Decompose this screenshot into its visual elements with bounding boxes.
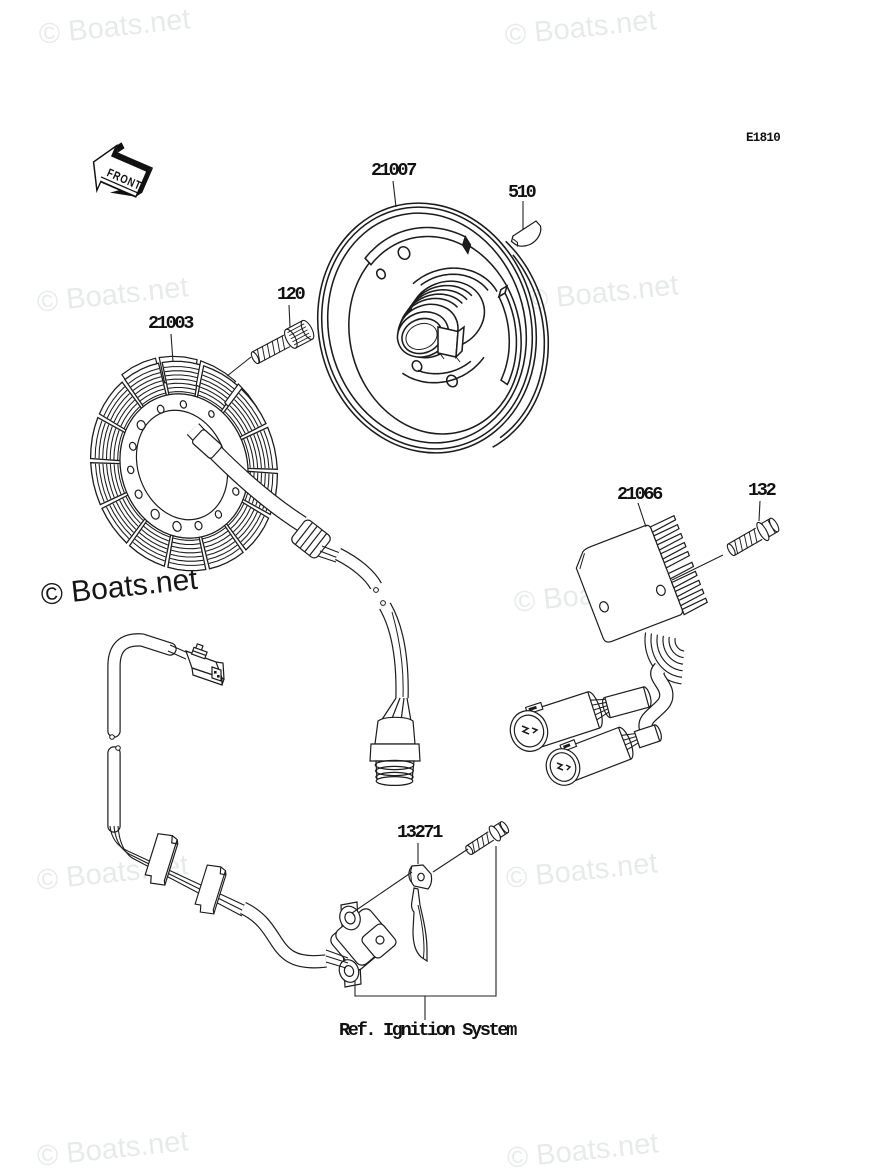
svg-text:13271: 13271	[397, 822, 443, 843]
svg-text:21003: 21003	[148, 313, 194, 334]
svg-text:Ref. Ignition System: Ref. Ignition System	[339, 1020, 517, 1041]
svg-text:E1810: E1810	[746, 131, 780, 145]
svg-text:510: 510	[508, 182, 537, 203]
svg-text:21066: 21066	[617, 484, 663, 505]
svg-text:21007: 21007	[371, 160, 416, 181]
svg-text:120: 120	[277, 284, 306, 305]
svg-text:132: 132	[748, 480, 777, 501]
